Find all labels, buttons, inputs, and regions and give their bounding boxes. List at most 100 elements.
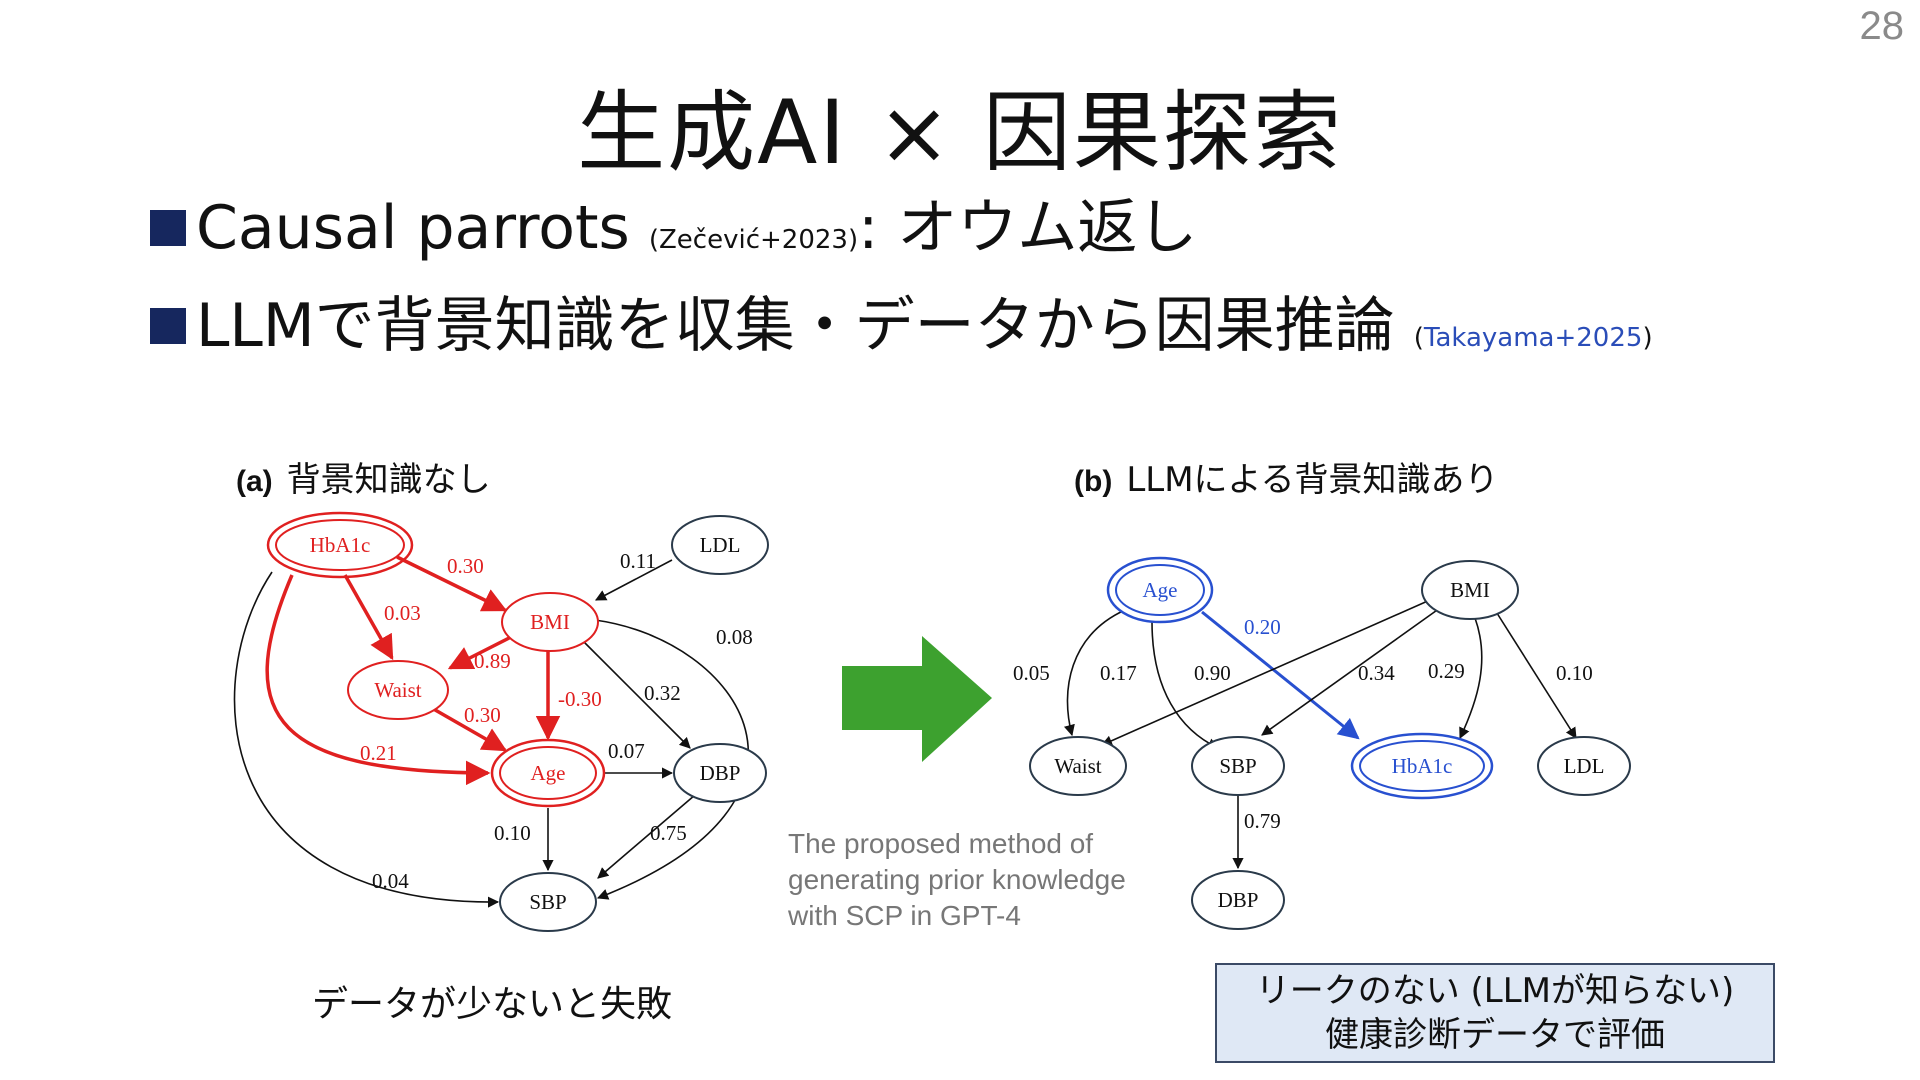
weight-bmi-dbp: 0.32 [644,681,681,705]
node-label: BMI [1450,578,1490,602]
note-box-line: リークのない (LLMが知らない) [1255,971,1735,1011]
node-label: BMI [530,610,570,634]
node-label: Waist [374,678,421,702]
node-age: Age [490,738,606,808]
edge-bmi-sbp [594,619,750,900]
method-note-line: The proposed method of [788,828,1094,859]
node-label: HbA1c [310,533,371,557]
citation-link[interactable]: Takayama+2025 [1423,323,1643,353]
note-box: リークのない (LLMが知らない) 健康診断データで評価 [1215,963,1775,1063]
weight-bmi-waist: 0.90 [1194,661,1231,685]
weight-bmi-age: -0.30 [558,687,602,711]
node-ldl: LDL [671,515,769,575]
weight-age-hba1c: 0.20 [1244,615,1281,639]
weight-waist-age: 0.30 [464,703,501,727]
node-sbp: SBP [499,872,597,932]
node-label: LDL [1564,754,1605,778]
panel-b-label: (b) LLMによる背景知識あり [1074,452,1499,501]
edge-hba1c-waist [343,574,394,661]
weight-age-sbp: 0.17 [1100,661,1137,685]
bullet-causal-parrots: Causal parrots (Zečević+2023): オウム返し [150,192,1197,276]
node-label: Age [1143,578,1178,602]
node-ldl: LDL [1537,736,1631,796]
node-label: SBP [1219,754,1256,778]
caption-left: データが少ないと失敗 [312,984,673,1025]
weight-bmi-sbp: 0.08 [716,625,753,649]
weight-sbp-dbp: 0.79 [1244,809,1281,833]
weight-bmi-sbp: 0.34 [1358,661,1395,685]
big-right-arrow-icon [842,636,992,762]
panel-a-tag: (a) [236,465,273,498]
slide-title: 生成AI × 因果探索 [577,81,1343,184]
node-label: DBP [1218,888,1259,912]
panel-a-edge-labels: 0.30 0.11 0.03 0.08 0.89 -0.30 0.32 0.30… [360,549,753,893]
weight-hba1c-sbp: 0.04 [372,869,409,893]
node-hba1c: HbA1c [1350,732,1494,800]
node-label: HbA1c [1392,754,1453,778]
panel-a-nodes: HbA1c LDL BMI Waist Age DBP SBP [266,511,769,932]
page-number: 28 [1859,4,1905,48]
edge-hba1c-bmi [396,555,508,612]
panel-a-caption: 背景知識なし [286,460,491,500]
edge-dbp-sbp [597,794,696,879]
node-label: Waist [1054,754,1101,778]
citation-close: ) [1642,323,1653,353]
edge-bmi-dbp [579,637,691,749]
square-bullet-icon [150,308,186,344]
edge-ldl-bmi [595,559,673,601]
edge-bmi-waist [447,633,516,670]
method-note-line: generating prior knowledge [788,864,1126,895]
square-bullet-icon [150,210,186,246]
weight-hba1c-age: 0.21 [360,741,397,765]
node-label: DBP [700,761,741,785]
node-label: Age [531,761,566,785]
node-waist: Waist [1029,736,1127,796]
bullet-llm-knowledge: LLMで背景知識を収集・データから因果推論 (Takayama+2025) [150,290,1653,374]
edge-bmi-sbp [1261,607,1441,736]
weight-bmi-waist: 0.89 [474,649,511,673]
weight-dbp-sbp: 0.75 [650,821,687,845]
bullet-text: LLMで背景知識を収集・データから因果推論 [196,291,1414,361]
weight-age-sbp: 0.10 [494,821,531,845]
panel-b-caption: LLMによる背景知識あり [1126,460,1499,500]
weight-bmi-hba1c: 0.29 [1428,659,1465,683]
edge-age-hba1c [1201,610,1360,740]
bullet-tail: : オウム返し [858,193,1198,263]
node-label: SBP [529,890,566,914]
panel-b-nodes: Age BMI Waist SBP HbA1c LDL DBP [1029,556,1631,930]
weight-bmi-ldl: 0.10 [1556,661,1593,685]
edge-bmi-hba1c [1459,617,1483,740]
citation: (Zečević+2023) [648,225,859,255]
node-waist: Waist [347,660,449,720]
node-sbp: SBP [1191,736,1285,796]
node-dbp: DBP [673,743,767,803]
panel-a-label: (a) 背景知識なし [236,452,491,501]
edge-hba1c-age [265,574,491,786]
edge-hba1c-sbp [233,571,500,908]
node-dbp: DBP [1191,870,1285,930]
panel-b-edge-labels: 0.20 0.05 0.17 0.90 0.34 0.29 0.10 0.79 [1013,615,1593,833]
panel-a-edges [233,555,750,908]
edge-waist-age [429,705,508,752]
weight-hba1c-waist: 0.03 [384,601,421,625]
panel-b-tag: (b) [1074,465,1113,498]
citation-open: ( [1413,323,1424,353]
edge-bmi-waist [1100,599,1431,747]
note-box-line: 健康診断データで評価 [1325,1015,1665,1055]
weight-age-dbp: 0.07 [608,739,645,763]
bullet-text: Causal parrots [196,193,649,263]
node-bmi: BMI [501,592,599,652]
weight-hba1c-bmi: 0.30 [447,554,484,578]
node-bmi: BMI [1421,560,1519,620]
node-hba1c: HbA1c [266,511,414,579]
node-label: LDL [700,533,741,557]
edge-age-sbp [1151,621,1220,749]
weight-age-waist: 0.05 [1013,661,1050,685]
node-age: Age [1106,556,1214,624]
method-note-line: with SCP in GPT-4 [788,900,1021,931]
method-note: The proposed method of generating prior … [788,826,1126,934]
edge-age-waist [1063,609,1126,737]
panel-b-edges [1063,599,1577,870]
weight-ldl-bmi: 0.11 [620,549,656,573]
